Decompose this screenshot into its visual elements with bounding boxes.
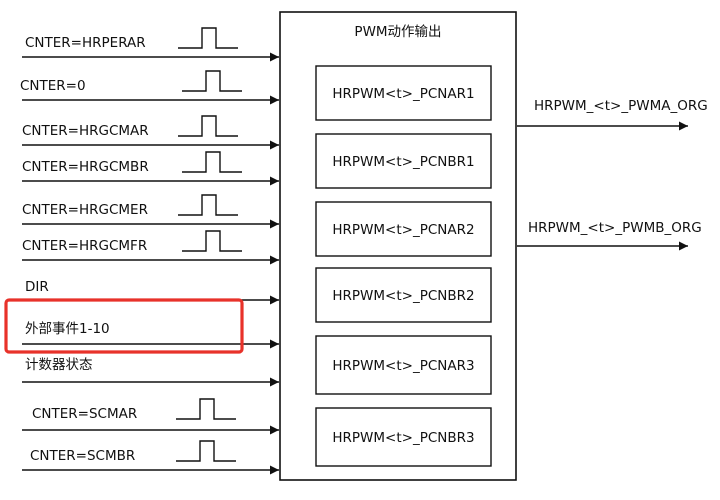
input-label: CNTER=SCMAR: [32, 406, 137, 422]
register-box: HRPWM<t>_PCNBR2: [315, 267, 492, 323]
input-signal: CNTER=HRPERAR: [22, 27, 279, 62]
input-label: CNTER=HRGCMBR: [22, 159, 149, 175]
input-signal: CNTER=HRGCMER: [22, 194, 279, 229]
input-label: DIR: [25, 279, 49, 295]
input-label: CNTER=HRGCMER: [22, 202, 148, 218]
register-label: HRPWM<t>_PCNAR2: [332, 222, 474, 238]
input-signal: 外部事件1-10: [4, 298, 279, 354]
register-label: HRPWM<t>_PCNBR1: [332, 154, 474, 170]
input-label: CNTER=0: [20, 78, 86, 94]
block-title: PWM动作输出: [354, 24, 441, 40]
pulse-waveform-icon: [182, 151, 242, 173]
highlight-box: [4, 298, 244, 354]
input-signal: CNTER=SCMAR: [22, 398, 279, 435]
register-label: HRPWM<t>_PCNAR3: [332, 358, 474, 374]
input-signal: CNTER=SCMBR: [22, 440, 279, 475]
input-label: CNTER=HRPERAR: [25, 35, 146, 51]
output-signal: HRPWM_<t>_PWMB_ORG: [517, 220, 702, 251]
pulse-waveform-icon: [178, 115, 238, 137]
pwm-action-output-block: [279, 11, 517, 481]
pulse-waveform-icon: [178, 194, 238, 216]
output-label: HRPWM_<t>_PWMB_ORG: [528, 220, 702, 236]
register-list: HRPWM<t>_PCNAR1HRPWM<t>_PCNBR1HRPWM<t>_P…: [315, 65, 492, 467]
input-label: CNTER=HRGCMFR: [22, 238, 147, 254]
register-label: HRPWM<t>_PCNAR1: [332, 86, 474, 102]
register-box: HRPWM<t>_PCNAR2: [315, 201, 492, 257]
output-label: HRPWM_<t>_PWMA_ORG: [534, 98, 708, 114]
input-signal: CNTER=0: [20, 70, 279, 105]
input-signal: CNTER=HRGCMFR: [22, 230, 279, 265]
register-label: HRPWM<t>_PCNBR3: [332, 430, 474, 446]
pulse-waveform-icon: [182, 70, 242, 92]
input-signal: DIR: [22, 279, 279, 305]
register-box: HRPWM<t>_PCNAR3: [315, 335, 492, 395]
register-label: HRPWM<t>_PCNBR2: [332, 288, 474, 304]
output-signal: HRPWM_<t>_PWMA_ORG: [517, 98, 708, 131]
input-label: CNTER=HRGCMAR: [22, 123, 149, 139]
input-label: 外部事件1-10: [25, 321, 110, 337]
pulse-waveform-icon: [176, 398, 236, 420]
input-signal: 计数器状态: [22, 357, 279, 387]
pulse-waveform-icon: [182, 230, 242, 252]
register-box: HRPWM<t>_PCNBR1: [315, 133, 492, 189]
input-signal: CNTER=HRGCMBR: [22, 151, 279, 186]
pulse-waveform-icon: [178, 27, 238, 49]
pulse-waveform-icon: [176, 440, 236, 462]
input-label: 计数器状态: [25, 357, 93, 373]
input-signal: CNTER=HRGCMAR: [22, 115, 279, 150]
register-box: HRPWM<t>_PCNBR3: [315, 407, 492, 467]
register-box: HRPWM<t>_PCNAR1: [315, 65, 492, 121]
output-signals: HRPWM_<t>_PWMA_ORG HRPWM_<t>_PWMB_ORG: [517, 98, 708, 251]
input-label: CNTER=SCMBR: [30, 448, 135, 464]
